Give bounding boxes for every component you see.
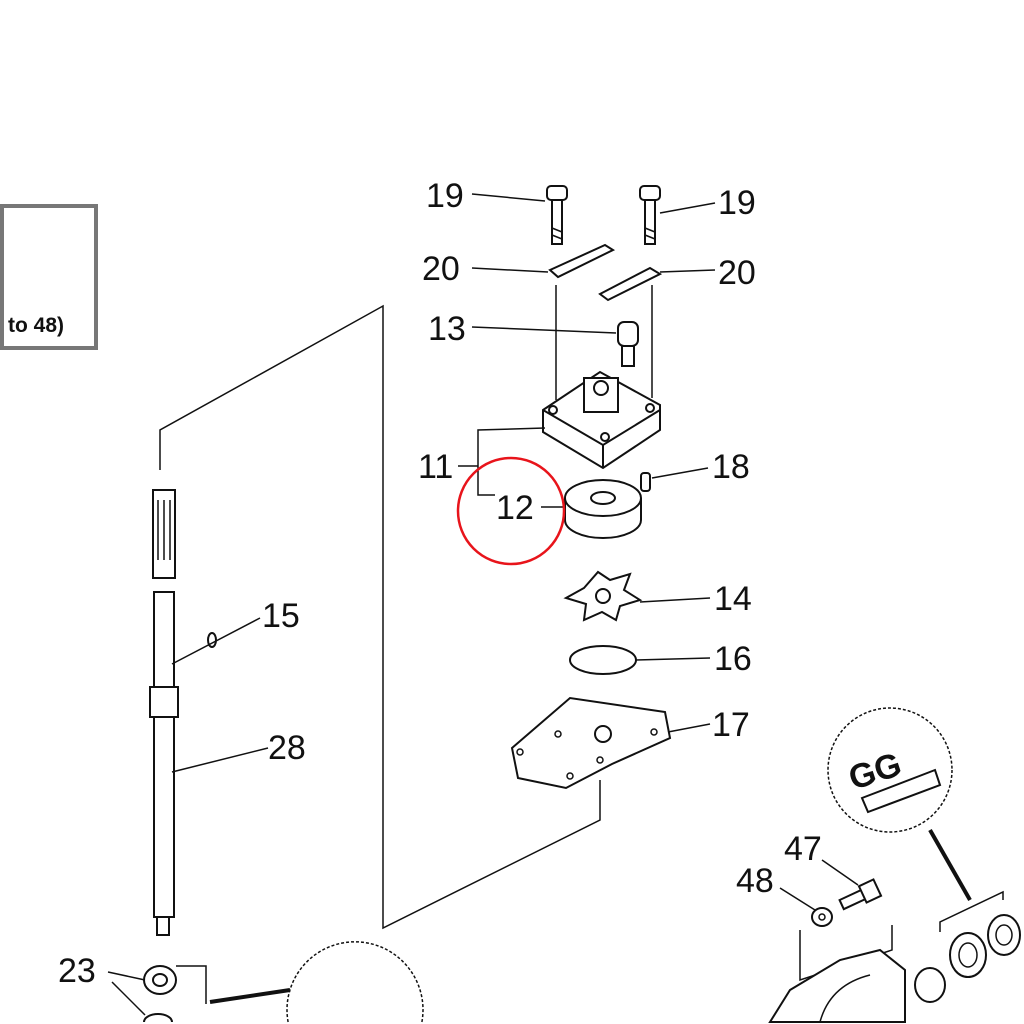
bearing-23	[143, 965, 177, 1023]
label-19-right: 19	[718, 184, 756, 222]
bolt-19-left	[546, 185, 568, 245]
label-20-right: 20	[718, 254, 756, 292]
label-18: 18	[712, 448, 750, 486]
o-ring-16	[569, 645, 637, 675]
washer-48	[811, 907, 833, 927]
impeller-14	[563, 570, 643, 622]
label-14: 14	[714, 580, 752, 618]
insert-cartridge-12	[564, 479, 642, 539]
highlight-circle-part-12	[456, 456, 566, 566]
gasket-17	[510, 696, 672, 790]
label-28: 28	[268, 729, 306, 767]
plate-20-left	[548, 243, 616, 279]
bolt-47	[838, 878, 883, 911]
grease-detail-circle: GG	[827, 707, 953, 833]
label-11: 11	[418, 448, 453, 486]
pump-housing-11	[542, 370, 661, 470]
label-17: 17	[712, 706, 750, 744]
label-20-left: 20	[422, 250, 460, 288]
reference-box-text: to 48)	[8, 314, 64, 337]
reference-box: to 48)	[0, 204, 98, 350]
label-13: 13	[428, 310, 466, 348]
label-23: 23	[58, 952, 96, 990]
label-16: 16	[714, 640, 752, 678]
pin-18	[640, 472, 651, 492]
label-15: 15	[262, 597, 300, 635]
bracket-11-12	[477, 427, 546, 496]
label-48: 48	[736, 862, 774, 900]
plate-20-right	[598, 266, 663, 302]
label-47: 47	[784, 830, 822, 868]
assembly-outline	[159, 304, 601, 930]
detail-circle-bottom	[286, 941, 424, 1023]
lower-case-parts	[768, 914, 1021, 1023]
label-12: 12	[496, 489, 534, 527]
drive-shaft-28	[149, 489, 179, 936]
grommet-13	[617, 321, 639, 367]
label-19-left: 19	[426, 177, 464, 215]
bolt-19-right	[639, 185, 661, 245]
